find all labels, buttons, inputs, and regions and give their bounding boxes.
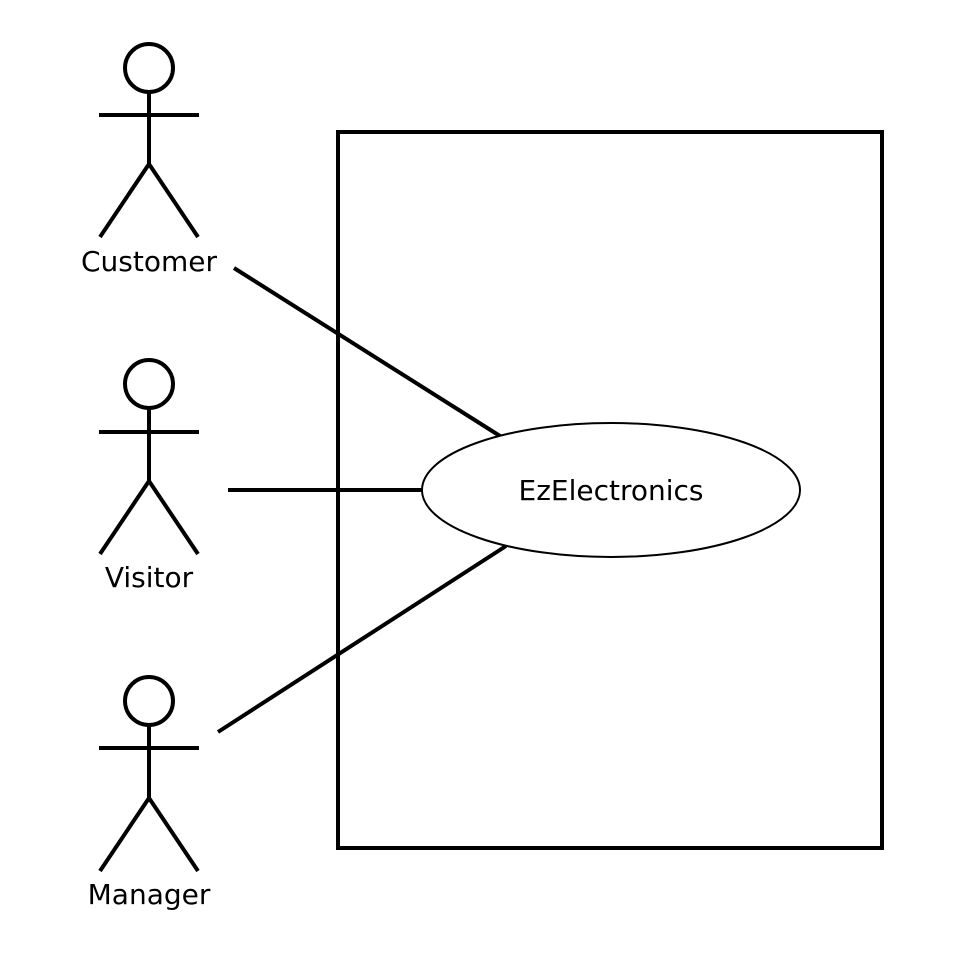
actor-customer: Customer: [81, 42, 217, 278]
actor-label-customer: Customer: [81, 245, 217, 278]
association-manager: [216, 544, 508, 734]
actor-label-manager: Manager: [88, 878, 211, 911]
actor-manager: Manager: [88, 675, 211, 911]
stick-figure-icon: [98, 358, 200, 556]
actor-visitor: Visitor: [98, 358, 200, 594]
stick-figure-icon: [98, 42, 200, 239]
use-case-label: EzElectronics: [519, 474, 704, 507]
actor-label-visitor: Visitor: [105, 561, 194, 594]
association-customer: [232, 266, 502, 438]
use-case-ellipse: [421, 422, 801, 558]
stick-figure-icon: [98, 675, 200, 873]
use-case-ezelectronics: EzElectronics: [421, 422, 801, 558]
